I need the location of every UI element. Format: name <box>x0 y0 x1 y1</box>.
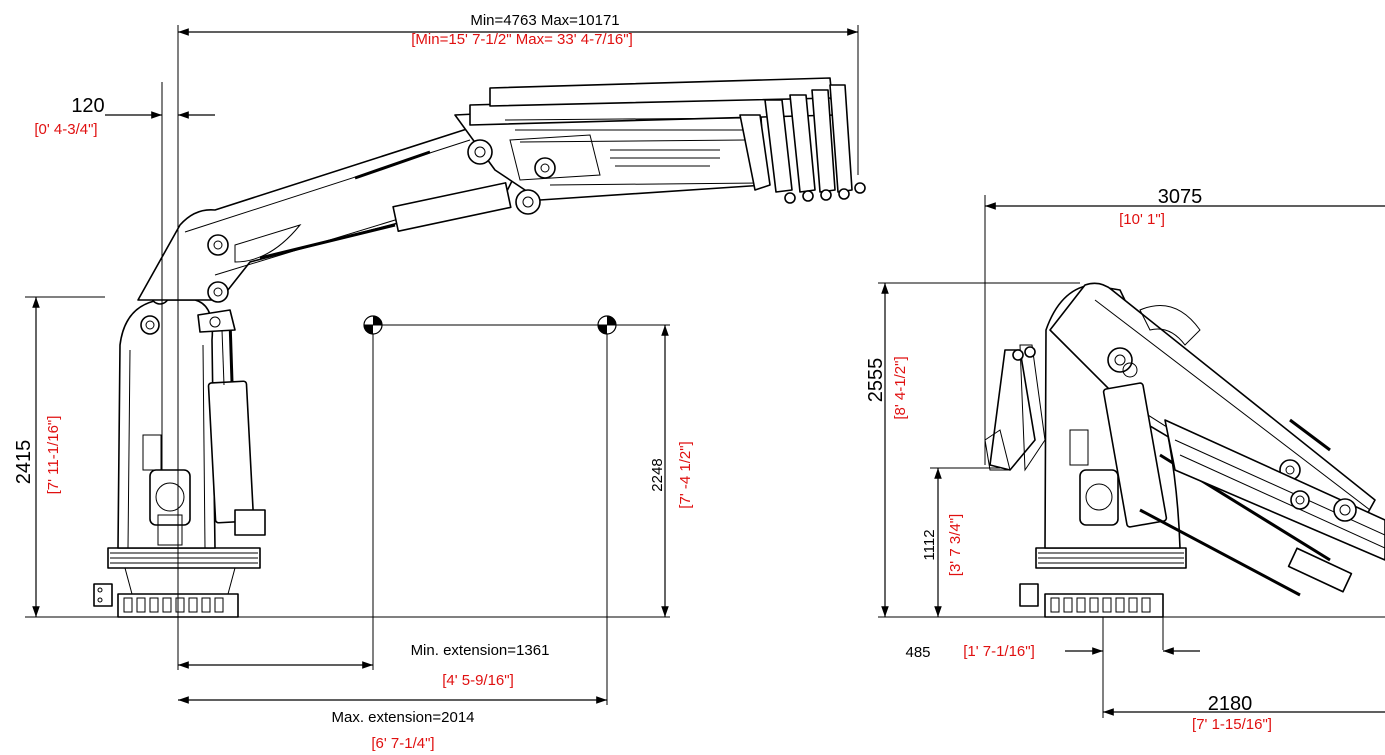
folded-depth-metric-label: 2180 <box>1208 693 1253 715</box>
min-extension-metric-label: Min. extension=1361 <box>411 642 550 659</box>
base-offset-imperial-label: [1' 7-1/16"] <box>963 643 1035 660</box>
reach-imperial-label: [Min=15' 7-1/2" Max= 33' 4-7/16"] <box>411 31 633 48</box>
folded-dimension-lines <box>878 195 1385 718</box>
outrigger-markers <box>363 315 670 705</box>
folded-crane-base <box>1019 547 1187 618</box>
max-extension-imperial-label: [6' 7-1/4"] <box>371 735 434 752</box>
height-imperial-label: [7' 11-1/16"] <box>45 416 62 495</box>
inner-boom <box>137 127 521 333</box>
outrigger-height-metric-label: 2248 <box>649 458 666 491</box>
folded-main-cylinder <box>1102 382 1331 597</box>
offset-metric-label: 120 <box>71 95 104 117</box>
folded-height-imperial-label: [8' 4-1/2"] <box>892 356 909 419</box>
folded-low-height-metric-label: 1112 <box>921 529 938 560</box>
folded-hooks <box>984 344 1046 472</box>
reach-metric-label: Min=4763 Max=10171 <box>470 12 619 29</box>
outer-cylinder <box>259 182 512 260</box>
base-offset-metric-label: 485 <box>905 644 930 661</box>
outrigger-height-imperial-label: [7' -4 1/2"] <box>677 441 694 508</box>
folded-outer-boom <box>1164 419 1385 593</box>
side-dimension-lines <box>25 25 859 704</box>
folded-width-metric-label: 3075 <box>1158 186 1203 208</box>
crane-base <box>93 547 261 618</box>
folded-depth-imperial-label: [7' 1-15/16"] <box>1192 716 1272 733</box>
outer-boom <box>454 77 836 215</box>
boom-hooks <box>739 84 866 204</box>
folded-view: 3075 [10' 1"] 2555 [8' 4-1/2"] 1112 [3' … <box>865 186 1385 733</box>
folded-low-height-imperial-label: [3' 7 3/4"] <box>947 514 964 576</box>
folded-width-imperial-label: [10' 1"] <box>1119 211 1165 228</box>
folded-height-metric-label: 2555 <box>865 358 887 403</box>
main-cylinder <box>207 319 266 536</box>
side-view: Min=4763 Max=10171 [Min=15' 7-1/2" Max= … <box>13 12 866 752</box>
max-extension-metric-label: Max. extension=2014 <box>331 709 474 726</box>
offset-imperial-label: [0' 4-3/4"] <box>34 121 97 138</box>
min-extension-imperial-label: [4' 5-9/16"] <box>442 672 514 689</box>
height-metric-label: 2415 <box>13 440 35 485</box>
